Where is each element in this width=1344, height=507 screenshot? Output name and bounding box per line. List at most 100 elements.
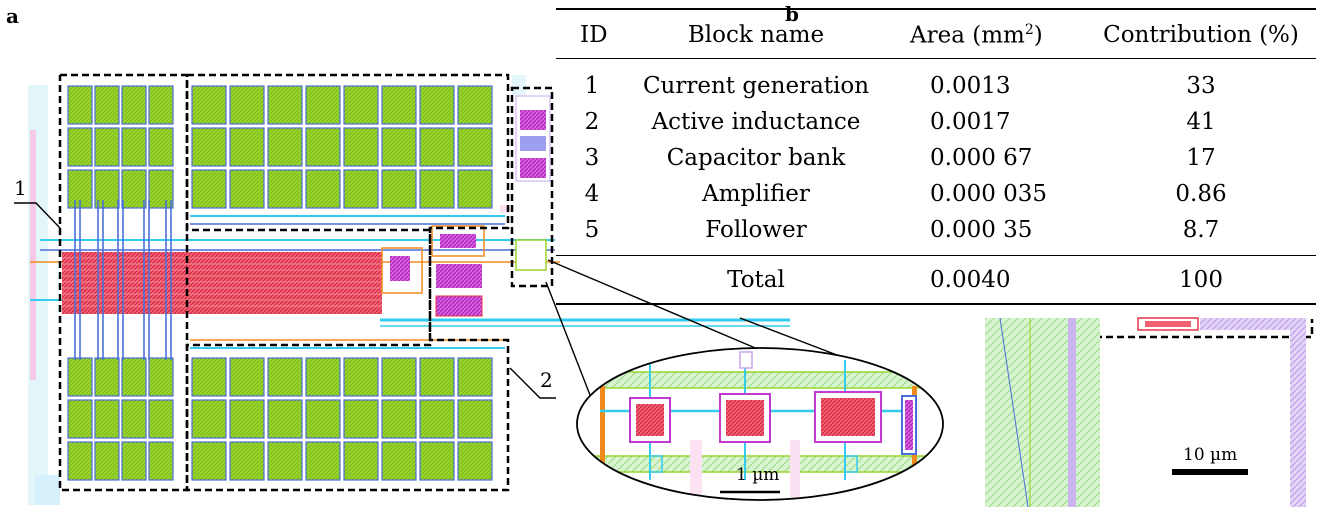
capacitor-cell: [67, 441, 93, 481]
capacitor-cell: [457, 169, 493, 209]
capacitor-cell: [191, 169, 227, 209]
capacitor-cell: [121, 399, 147, 439]
capacitor-cell: [457, 85, 493, 125]
capacitor-cell: [267, 357, 303, 397]
capacitor-cell: [67, 357, 93, 397]
capacitor-cell: [191, 399, 227, 439]
capacitor-cell: [457, 127, 493, 167]
capacitor-cell: [229, 357, 265, 397]
panel-a-label: a: [6, 4, 19, 28]
row-id: 1: [584, 73, 600, 99]
capacitor-cell: [305, 127, 341, 167]
capacitor-cell: [419, 441, 455, 481]
capacitor-cell: [148, 399, 174, 439]
scale-label-right: 10 µm: [1183, 445, 1238, 465]
capacitor-cell: [229, 441, 265, 481]
row-name: Amplifier: [702, 181, 810, 207]
resistor-bank: [62, 247, 423, 314]
capacitor-cell: [343, 127, 379, 167]
header-area-close: ): [1033, 22, 1043, 49]
capacitor-cell: [305, 399, 341, 439]
header-id: ID: [580, 22, 608, 48]
table-top-rule: [556, 8, 1316, 10]
total-area: 0.0040: [930, 267, 1011, 293]
capacitor-cell: [148, 169, 174, 209]
capacitor-cell: [343, 441, 379, 481]
panel-a-background-wiring: [28, 75, 790, 505]
capacitor-cell: [305, 357, 341, 397]
capacitor-cell: [191, 85, 227, 125]
row-contribution: 17: [1186, 145, 1216, 171]
capacitor-cell: [229, 127, 265, 167]
scale-label-inset: 1 µm: [736, 465, 780, 485]
capacitor-cell: [191, 127, 227, 167]
row-id: 4: [584, 181, 600, 207]
capacitor-cell: [457, 441, 493, 481]
header-block-name: Block name: [687, 22, 825, 48]
capacitor-cell: [381, 441, 417, 481]
row-area: 0.000 035: [930, 181, 1048, 207]
capacitor-cell: [148, 357, 174, 397]
row-id: 2: [584, 109, 600, 135]
block-boundaries: [58, 73, 1314, 492]
header-area-exponent: 2: [1024, 22, 1034, 38]
capacitor-cell: [94, 399, 120, 439]
right-zoom-panel: [985, 317, 1306, 507]
callout-leaders: [14, 202, 851, 399]
callout-label-2: 2: [540, 368, 553, 392]
row-area: 0.000 67: [930, 145, 1033, 171]
row-name: Capacitor bank: [666, 145, 846, 171]
capacitor-cell: [457, 357, 493, 397]
capacitor-cell: [267, 85, 303, 125]
capacitor-cell: [343, 399, 379, 439]
capacitor-cell: [419, 357, 455, 397]
capacitor-cell: [381, 399, 417, 439]
capacitor-cell: [343, 169, 379, 209]
capacitor-cell: [94, 127, 120, 167]
capacitor-cell: [419, 399, 455, 439]
capacitor-cell: [229, 399, 265, 439]
capacitor-cell: [343, 85, 379, 125]
capacitor-cell: [381, 169, 417, 209]
capacitor-cell: [381, 357, 417, 397]
capacitor-cell: [381, 127, 417, 167]
capacitor-cell: [267, 127, 303, 167]
header-area-text: Area (mm: [910, 22, 1025, 49]
capacitor-cell: [305, 169, 341, 209]
table-total-rule: [556, 255, 1316, 256]
zoom-inset: [576, 347, 944, 501]
capacitor-cell: [94, 441, 120, 481]
capacitor-cell: [267, 169, 303, 209]
capacitor-cell: [121, 441, 147, 481]
capacitor-cell: [94, 169, 120, 209]
capacitor-cell: [305, 441, 341, 481]
capacitor-cell: [67, 399, 93, 439]
capacitor-cell: [121, 127, 147, 167]
capacitor-cell: [305, 85, 341, 125]
row-contribution: 33: [1186, 73, 1216, 99]
capacitor-cell: [457, 399, 493, 439]
total-contribution: 100: [1179, 267, 1223, 293]
row-name: Active inductance: [651, 109, 861, 135]
table-header-rule: [556, 58, 1316, 59]
capacitor-cell: [419, 85, 455, 125]
capacitor-cell: [94, 357, 120, 397]
capacitor-cell: [229, 85, 265, 125]
capacitor-cell: [148, 127, 174, 167]
table-bottom-rule: [556, 303, 1316, 305]
row-area: 0.000 35: [930, 217, 1033, 243]
capacitor-cell: [121, 357, 147, 397]
capacitor-cell: [419, 127, 455, 167]
capacitor-cell: [148, 85, 174, 125]
capacitor-cell: [267, 441, 303, 481]
capacitor-cell: [191, 357, 227, 397]
capacitor-cell: [67, 85, 93, 125]
row-area: 0.0013: [930, 73, 1011, 99]
row-area: 0.0017: [930, 109, 1011, 135]
row-id: 5: [584, 217, 600, 243]
transistor-blocks: [431, 95, 551, 317]
header-contribution: Contribution (%): [1103, 22, 1299, 48]
capacitor-cell: [343, 357, 379, 397]
capacitor-cell: [267, 399, 303, 439]
